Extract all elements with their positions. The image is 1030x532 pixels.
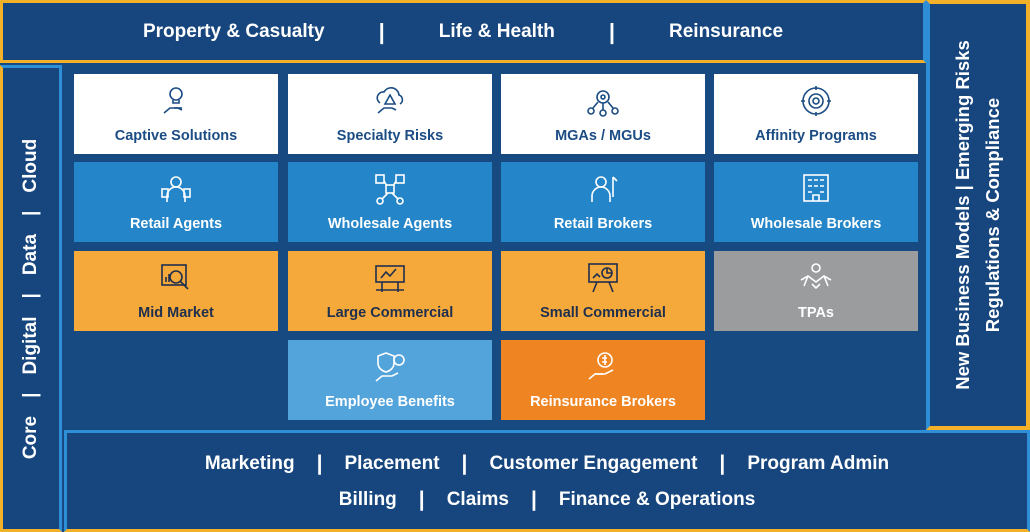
tile-mid-market: Mid Market — [74, 251, 278, 331]
handshake-icon — [800, 263, 832, 290]
tile-wholesale-brokers: Wholesale Brokers — [714, 162, 918, 242]
tile-label: Large Commercial — [326, 305, 454, 321]
function-marketing: Marketing — [204, 453, 295, 474]
tile-label: TPAs — [798, 305, 834, 321]
functions-bar: Marketing | Placement | Customer Engagem… — [64, 430, 1030, 532]
function-claims: Claims — [446, 489, 509, 510]
function-billing: Billing — [338, 489, 397, 510]
tech-separator: | — [20, 292, 41, 298]
building-icon — [803, 174, 829, 202]
shield-dollar-hand-icon — [375, 352, 405, 382]
tech-data: Data — [20, 233, 41, 275]
tile-label: Retail Agents — [129, 216, 223, 232]
tile-affinity-programs: Affinity Programs — [714, 74, 918, 154]
function-separator: | — [531, 488, 537, 511]
functions-row-1: Marketing | Placement | Customer Engagem… — [67, 452, 1027, 476]
tile-mgas-mgus: MGAs / MGUs — [501, 74, 705, 154]
lob-reinsurance: Reinsurance — [669, 20, 784, 42]
lob-life-health: Life & Health — [438, 20, 555, 42]
tile-reinsurance-brokers: Reinsurance Brokers — [501, 340, 705, 420]
tech-cloud: Cloud — [20, 138, 41, 193]
lob-separator: | — [608, 18, 615, 44]
cycle-gear-icon — [801, 86, 831, 116]
broker-person-icon — [591, 176, 618, 202]
tile-specialty-risks: Specialty Risks — [288, 74, 492, 154]
tile-large-commercial: Large Commercial — [288, 251, 492, 331]
chart-magnifier-icon — [161, 264, 189, 290]
functions-row-2: Billing | Claims | Finance & Operations — [67, 488, 1027, 512]
tile-label: Mid Market — [138, 305, 214, 321]
network-boxes-icon — [375, 174, 405, 205]
function-program-admin: Program Admin — [747, 453, 890, 474]
tech-stack-bar: Core | Digital | Data | Cloud — [0, 65, 62, 532]
function-separator: | — [418, 488, 425, 511]
tile-label: Reinsurance Brokers — [530, 394, 676, 410]
function-placement: Placement — [344, 453, 440, 474]
tile-retail-brokers: Retail Brokers — [501, 162, 705, 242]
tech-separator: | — [20, 392, 41, 398]
tile-retail-agents: Retail Agents — [74, 162, 278, 242]
network-gear-icon — [587, 90, 619, 117]
tile-label: Specialty Risks — [336, 128, 444, 144]
function-separator: | — [461, 452, 468, 475]
warning-cloud-icon — [376, 87, 404, 114]
lob-property-casualty: Property & Casualty — [142, 20, 325, 42]
dollar-hand-icon — [588, 352, 614, 380]
tile-label: Captive Solutions — [114, 128, 238, 144]
presentation-board-icon — [588, 263, 618, 293]
function-customer-engagement: Customer Engagement — [489, 453, 698, 474]
tile-label: Employee Benefits — [325, 394, 455, 410]
tile-captive-solutions: Captive Solutions — [74, 74, 278, 154]
tile-wholesale-agents: Wholesale Agents — [288, 162, 492, 242]
tile-label: Retail Brokers — [553, 216, 653, 232]
tile-tpas: TPAs — [714, 251, 918, 331]
tile-label: Wholesale Agents — [327, 216, 453, 232]
business-models-bar: New Business Models | Emerging Risks Reg… — [926, 0, 1030, 430]
tile-label: Affinity Programs — [755, 128, 877, 144]
tile-label: Small Commercial — [540, 305, 666, 321]
agent-person-icon — [161, 176, 191, 202]
lob-separator: | — [378, 18, 385, 44]
tile-label: MGAs / MGUs — [555, 128, 651, 144]
lightbulb-hand-icon — [163, 87, 183, 114]
tile-small-commercial: Small Commercial — [501, 251, 705, 331]
function-separator: | — [316, 452, 323, 475]
tech-core: Core — [20, 415, 41, 459]
business-models-line1: New Business Models | Emerging Risks — [952, 40, 973, 390]
lines-of-business-bar: Property & Casualty | Life & Health | Re… — [0, 0, 926, 63]
billboard-icon — [375, 265, 405, 292]
function-finance-operations: Finance & Operations — [558, 489, 756, 510]
tech-separator: | — [20, 210, 41, 216]
function-separator: | — [719, 452, 726, 475]
tile-label: Wholesale Brokers — [750, 216, 882, 232]
business-models-line2: Regulations & Compliance — [982, 97, 1003, 333]
tech-digital: Digital — [20, 315, 41, 375]
tile-employee-benefits: Employee Benefits — [288, 340, 492, 420]
